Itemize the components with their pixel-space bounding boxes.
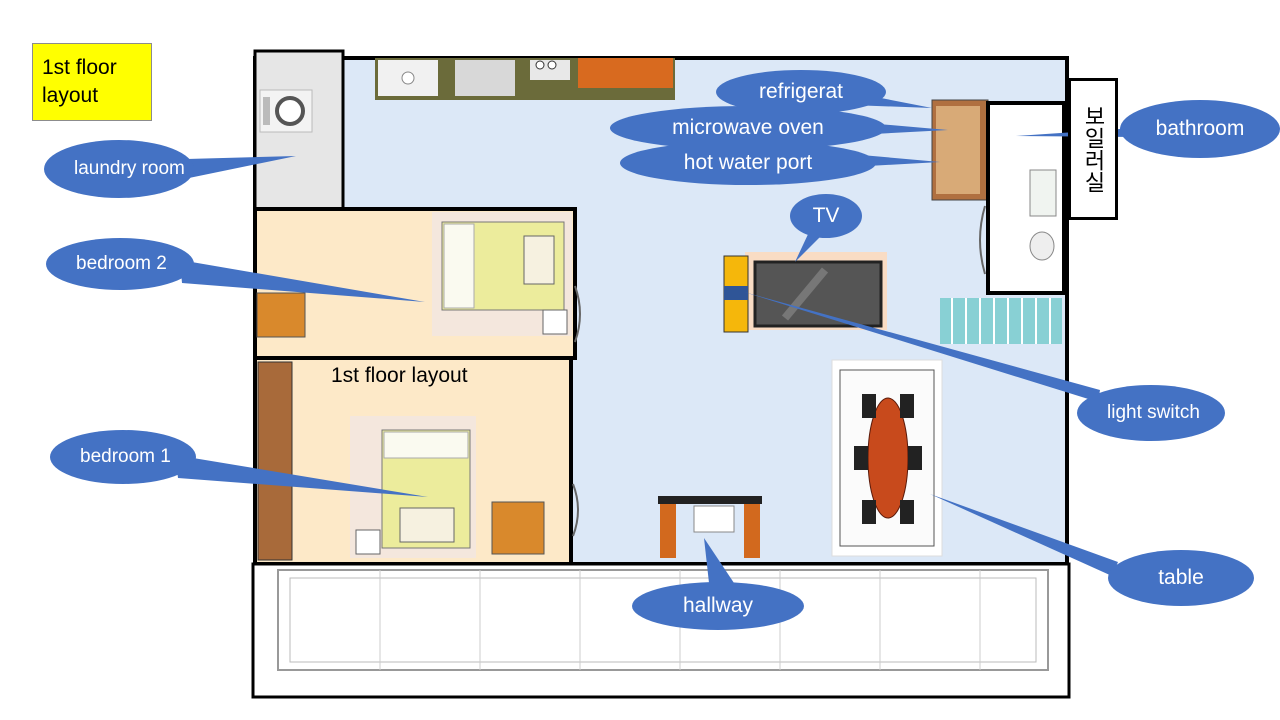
washing-machine-icon bbox=[259, 89, 313, 133]
callout-bedroom-1: bedroom 1 bbox=[50, 430, 196, 484]
chair-icon bbox=[491, 501, 545, 555]
callout-hot-water: hot water port bbox=[620, 141, 876, 185]
deck bbox=[251, 562, 1071, 699]
door bbox=[572, 483, 579, 537]
kitchen-counter bbox=[375, 58, 675, 100]
wardrobe bbox=[257, 361, 293, 561]
callout-light-switch: light switch bbox=[1077, 385, 1225, 441]
boiler-room-label: 보일러실 bbox=[1068, 78, 1118, 220]
entrance bbox=[658, 496, 762, 558]
bed-icon bbox=[432, 212, 572, 336]
callout-hallway: hallway bbox=[632, 582, 804, 630]
callout-tv: TV bbox=[790, 194, 862, 238]
tv-icon bbox=[753, 260, 883, 328]
door bbox=[979, 205, 986, 275]
door bbox=[574, 285, 581, 343]
callout-bathroom: bathroom bbox=[1120, 100, 1280, 158]
callout-bedroom-2: bedroom 2 bbox=[46, 238, 194, 290]
stairs bbox=[940, 298, 1062, 344]
floor-label: 1st floor layout bbox=[331, 364, 468, 387]
bed-icon bbox=[350, 416, 476, 558]
diagram-title: 1st floor layout bbox=[32, 43, 152, 121]
callout-table: table bbox=[1108, 550, 1254, 606]
callout-laundry: laundry room bbox=[44, 140, 194, 198]
chair-icon bbox=[256, 292, 306, 338]
